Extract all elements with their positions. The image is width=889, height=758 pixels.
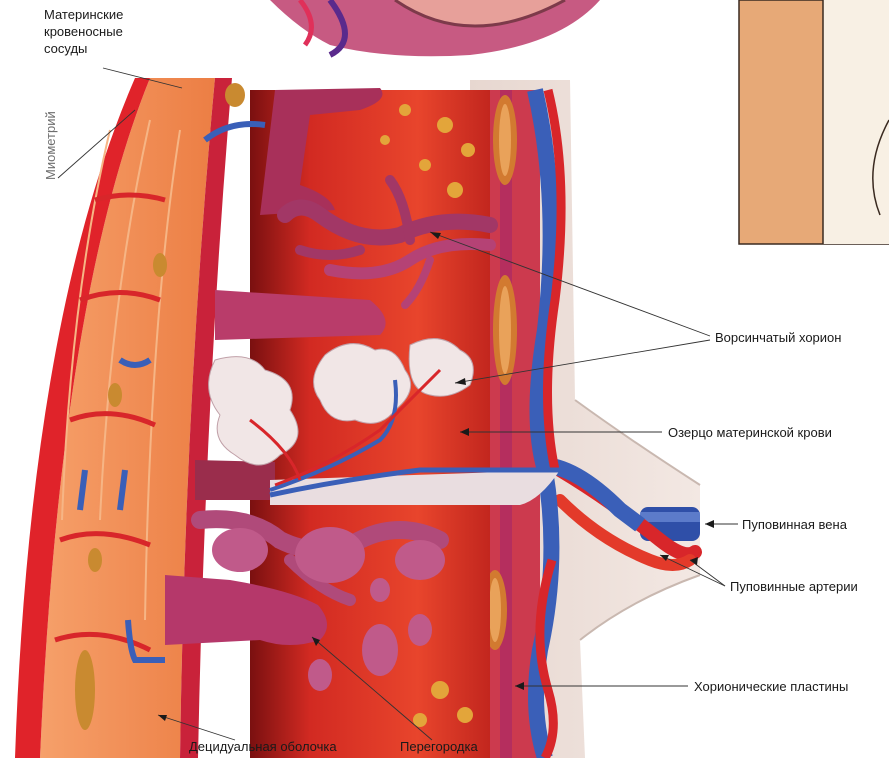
label-umbilical-vein: Пуповинная вена bbox=[742, 516, 847, 533]
label-chorionic-plates: Хорионические пластины bbox=[694, 678, 848, 695]
label-maternal-vessels-line-2: кровеносные bbox=[44, 23, 123, 40]
uterus-frame bbox=[739, 0, 889, 244]
label-maternal-vessels-line-3: сосуды bbox=[44, 40, 123, 57]
label-umbilical-arteries: Пуповинные артерии bbox=[730, 578, 858, 595]
label-decidua: Децидуальная оболочка bbox=[189, 738, 337, 755]
label-septum: Перегородка bbox=[400, 738, 478, 755]
label-maternal-blood-lake: Озерцо материнской крови bbox=[668, 424, 832, 441]
arrowhead-umbilical-vein bbox=[705, 520, 714, 528]
label-myometrium: Миометрий bbox=[42, 111, 59, 180]
fetus-fragment bbox=[235, 0, 600, 56]
label-maternal-vessels: Материнские кровеносные сосуды bbox=[44, 6, 123, 57]
label-maternal-vessels-line-1: Материнские bbox=[44, 6, 123, 23]
label-villous-chorion: Ворсинчатый хорион bbox=[715, 329, 841, 346]
